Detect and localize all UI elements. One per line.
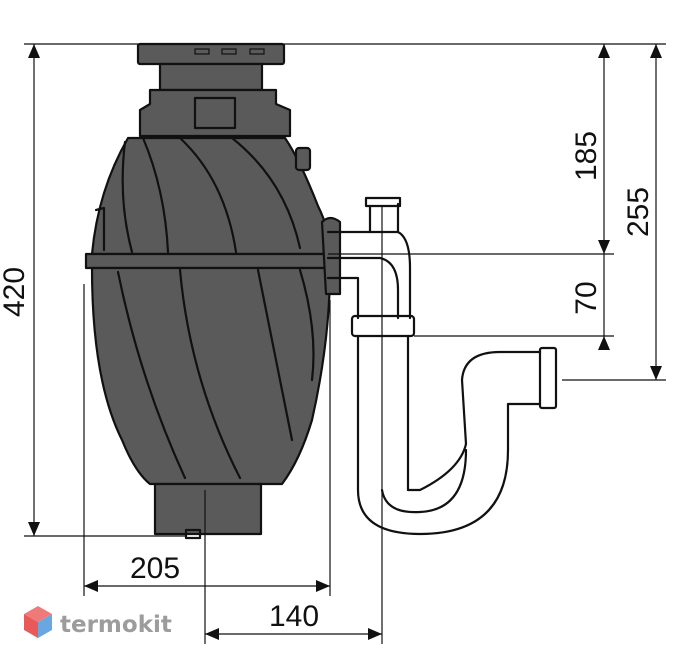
dim-drain-offset: 140 [269, 600, 319, 633]
dimension-lines [24, 43, 666, 644]
dim-outlet-to-trap: 70 [570, 281, 603, 314]
dim-inlet-to-outlet: 185 [570, 131, 603, 181]
dim-total-height: 420 [0, 267, 31, 317]
dim-inlet-to-trap-outlet: 255 [622, 187, 655, 237]
cube-logo-icon [24, 606, 52, 638]
disposer-body [84, 42, 332, 540]
dim-body-width: 205 [130, 552, 180, 585]
termokit-watermark: termokit [24, 606, 172, 638]
watermark-text: termokit [60, 612, 172, 638]
drain-trap [320, 196, 558, 536]
